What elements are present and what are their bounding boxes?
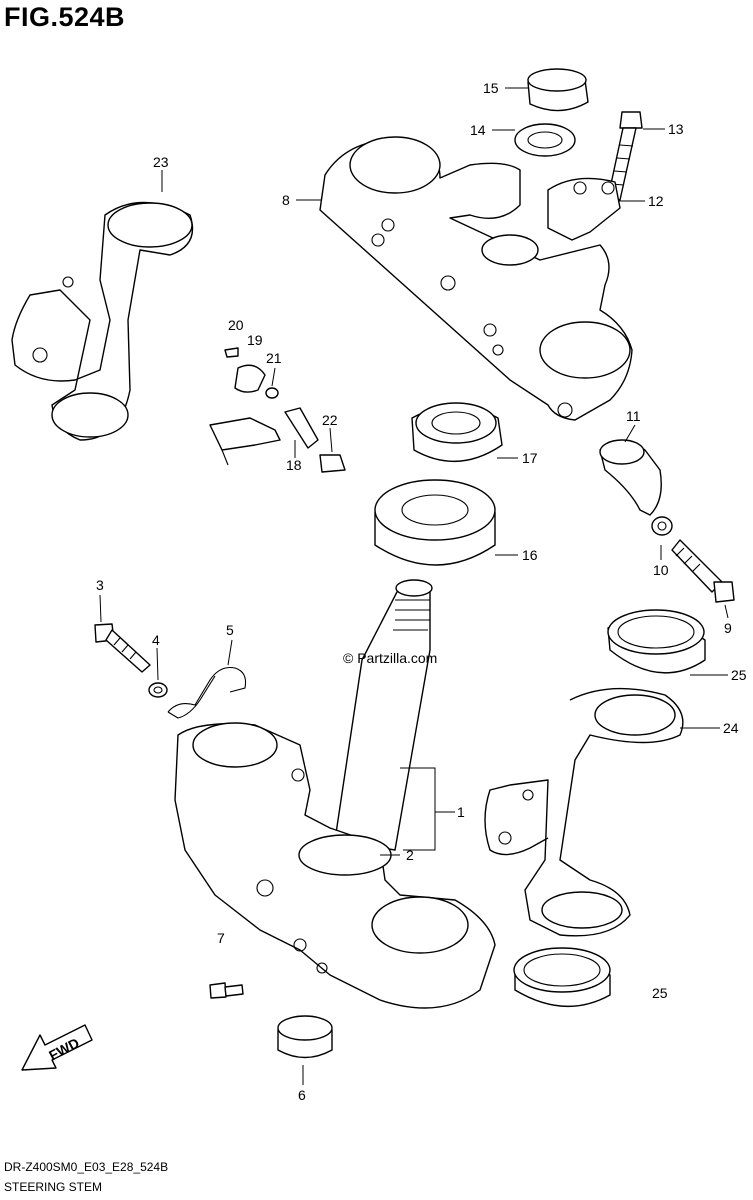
callout-13: 13	[668, 121, 684, 137]
part-23-meter-bracket[interactable]	[11, 201, 194, 441]
part-8-upper-bracket[interactable]	[319, 136, 633, 421]
callout-24: 24	[723, 720, 739, 736]
lower-bolt[interactable]	[209, 982, 244, 999]
callout-12: 12	[648, 193, 664, 209]
callout-25-upper: 25	[731, 667, 747, 683]
part-1-steering-stem[interactable]	[174, 579, 496, 1009]
part-4-washer[interactable]	[148, 682, 168, 698]
callout-23: 23	[153, 154, 169, 170]
callout-4: 4	[152, 632, 160, 648]
leader-lines	[99, 87, 729, 1085]
part-19-clamp[interactable]	[234, 364, 266, 393]
callout-17: 17	[522, 450, 538, 466]
part-10-washer[interactable]	[651, 516, 673, 536]
part-16-bearing[interactable]	[374, 479, 496, 566]
callout-9: 9	[724, 620, 732, 636]
callout-19: 19	[247, 332, 263, 348]
callout-14: 14	[470, 122, 486, 138]
part-11-cap[interactable]	[599, 439, 662, 516]
part-3-bolt[interactable]	[94, 623, 151, 673]
callout-18: 18	[286, 457, 302, 473]
fwd-arrow	[21, 1024, 93, 1071]
callout-8: 8	[282, 192, 290, 208]
callout-16: 16	[522, 547, 538, 563]
footer-name: STEERING STEM	[4, 1180, 103, 1194]
part-17-steering-nut[interactable]	[411, 402, 503, 462]
callout-10: 10	[653, 562, 669, 578]
part-24-meter-bracket[interactable]	[484, 687, 684, 937]
part-15-cap[interactable]	[527, 68, 589, 112]
figure-title: FIG.524B	[4, 2, 126, 32]
part-6-cap[interactable]	[277, 1015, 333, 1059]
part-5-clip[interactable]	[167, 666, 247, 719]
callout-20: 20	[228, 317, 244, 333]
part-22-cap[interactable]	[319, 454, 346, 473]
callout-3: 3	[96, 577, 104, 593]
callout-2: 2	[406, 847, 414, 863]
part-25-seal-upper[interactable]	[607, 609, 706, 674]
footer-code: DR-Z400SM0_E03_E28_524B	[4, 1160, 169, 1174]
callout-6: 6	[298, 1087, 306, 1103]
callout-15: 15	[483, 80, 499, 96]
callout-7: 7	[217, 930, 225, 946]
callout-21: 21	[266, 350, 282, 366]
callout-11: 11	[626, 408, 641, 424]
watermark: © Partzilla.com	[343, 650, 438, 666]
part-21-washer[interactable]	[265, 387, 279, 399]
callout-5: 5	[226, 622, 234, 638]
part-14-washer[interactable]	[514, 123, 576, 157]
callout-25-lower: 25	[652, 985, 668, 1001]
callout-22: 22	[322, 412, 338, 428]
part-12-handlebar-holder[interactable]	[547, 177, 621, 241]
part-25-seal-lower[interactable]	[513, 947, 611, 1008]
callout-numbers: 15 14 13 12 8 23 11 10 9 17 16 20 19 21 …	[46, 80, 747, 1103]
part-9-bolt[interactable]	[671, 539, 735, 603]
part-20-screw[interactable]	[224, 347, 239, 358]
part-18-switch[interactable]	[209, 407, 319, 466]
callout-1: 1	[457, 804, 465, 820]
